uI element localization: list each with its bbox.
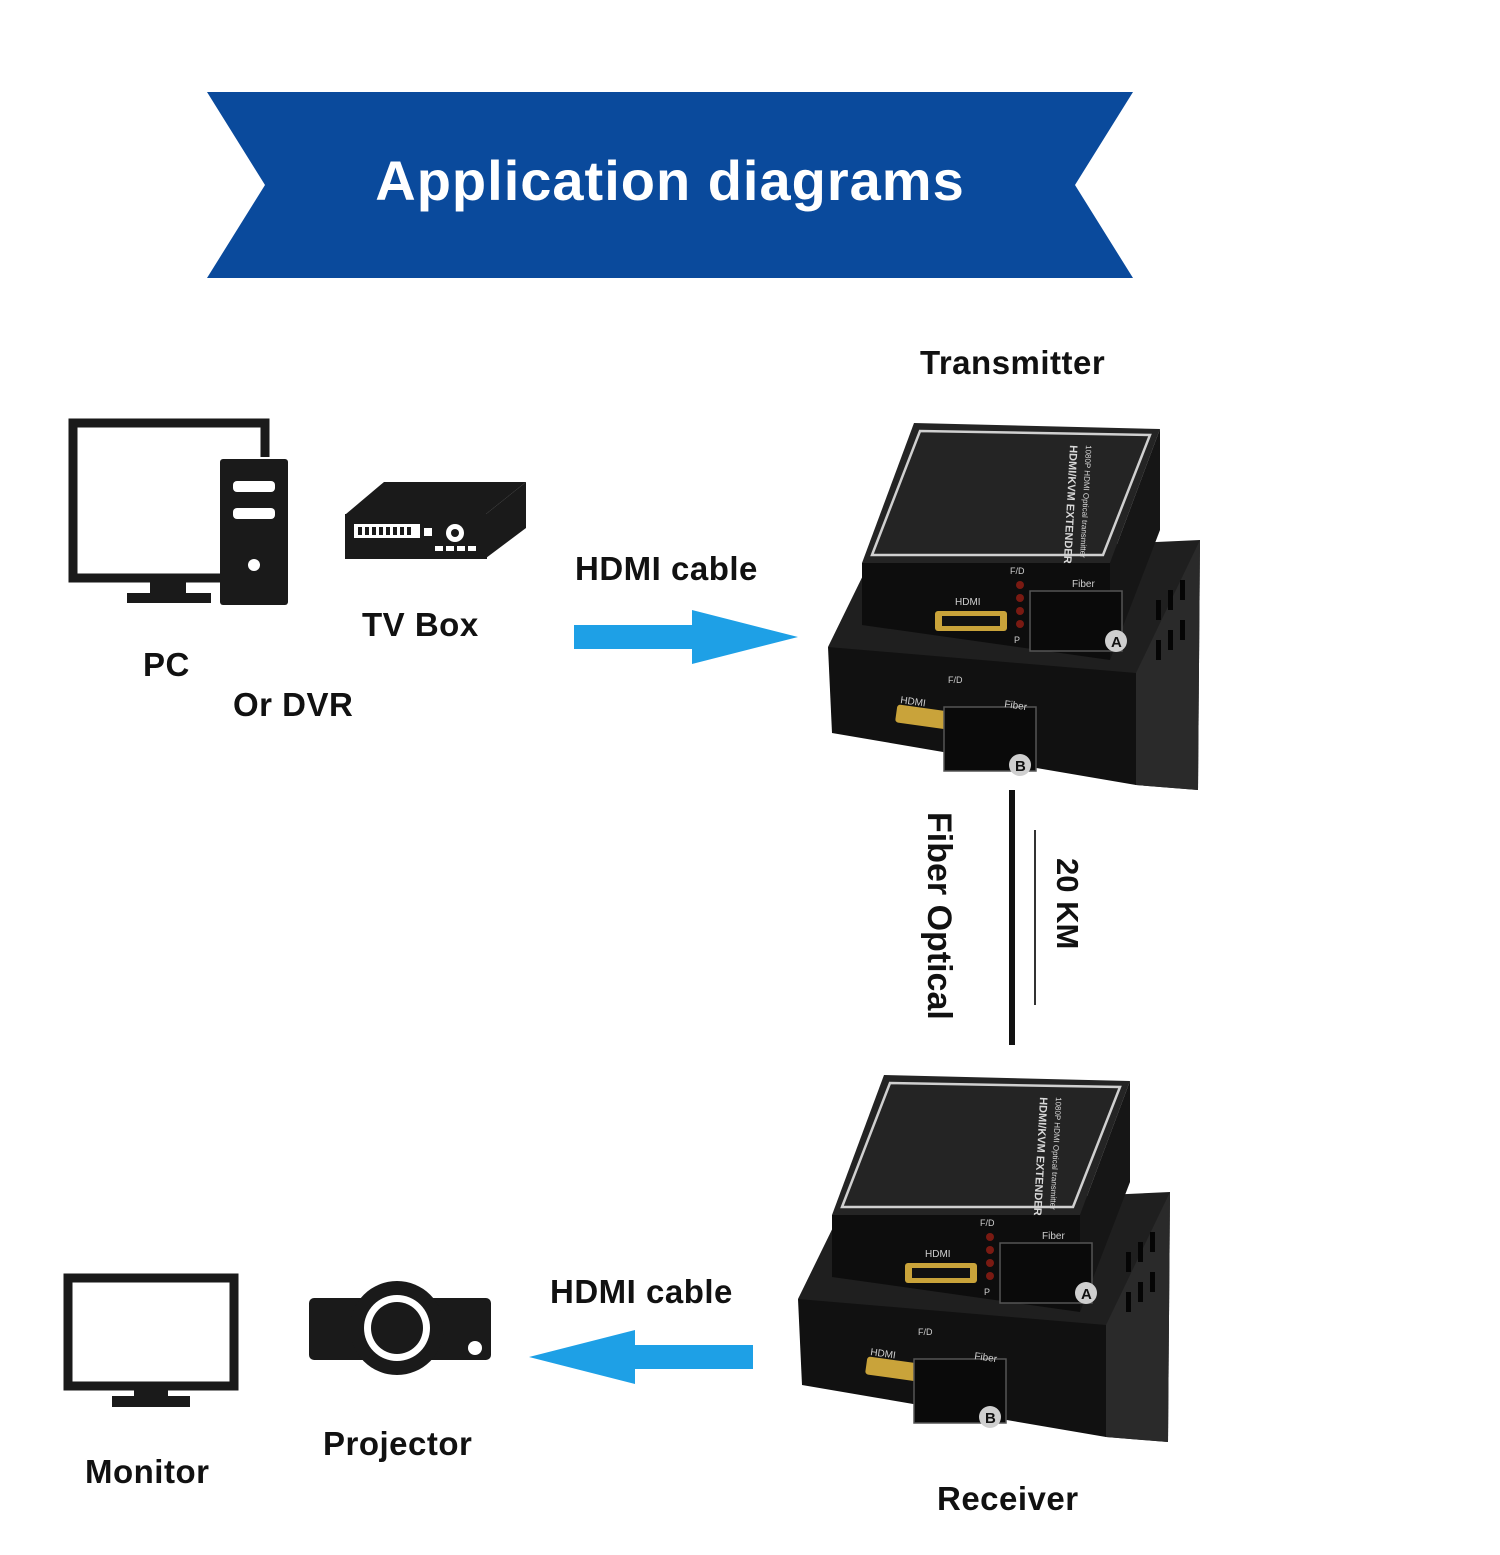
svg-text:A: A [1081, 1286, 1092, 1303]
transmitter-label: Transmitter [920, 344, 1106, 381]
svg-text:Fiber: Fiber [1004, 699, 1029, 713]
hdmi-cable-label-top: HDMI cable [575, 550, 758, 587]
svg-text:A: A [1111, 634, 1122, 651]
fiber-optical-label: Fiber Optical [920, 812, 958, 1020]
tv-box-icon [345, 482, 526, 559]
hdmi-cable-label-bottom: HDMI cable [550, 1273, 733, 1310]
svg-text:Fiber: Fiber [1042, 1231, 1065, 1242]
svg-text:HDMI: HDMI [925, 1249, 951, 1260]
pc-icon [68, 418, 290, 605]
extender-unit-a: HDMI/KVM EXTENDER 1080P HDMI Optical tra… [862, 423, 1160, 660]
svg-text:HDMI: HDMI [870, 1347, 897, 1361]
svg-text:F/D: F/D [948, 675, 963, 685]
projector-icon [309, 1281, 491, 1375]
svg-text:Fiber: Fiber [1072, 579, 1095, 590]
title-banner [207, 92, 1133, 278]
projector-label: Projector [323, 1425, 473, 1462]
banner-title: Application diagrams [375, 149, 965, 212]
svg-text:HDMI: HDMI [900, 695, 927, 709]
extender-unit-a: HDMI/KVM EXTENDER 1080P HDMI Optical tra… [832, 1075, 1130, 1312]
monitor-label: Monitor [85, 1453, 210, 1490]
svg-text:B: B [985, 1410, 996, 1427]
svg-text:P: P [1014, 635, 1020, 645]
svg-text:Fiber: Fiber [974, 1351, 999, 1365]
svg-text:HDMI: HDMI [955, 597, 981, 608]
arrow-left-icon [529, 1330, 753, 1384]
banner-shape [207, 92, 1133, 278]
fiber-optical-line [1009, 790, 1036, 1045]
svg-text:B: B [1015, 758, 1026, 775]
monitor-icon [63, 1273, 239, 1407]
or-dvr-label: Or DVR [233, 686, 354, 723]
arrow-right-icon [574, 610, 798, 664]
svg-text:F/D: F/D [918, 1327, 933, 1337]
receiver-device-pair: B HDMI Fiber F/D HDMI/KVM EXTENDER 1080P… [798, 1075, 1170, 1442]
tv-box-label: TV Box [362, 606, 479, 643]
distance-label: 20 KM [1050, 858, 1085, 950]
pc-label: PC [143, 646, 190, 683]
svg-text:F/D: F/D [980, 1218, 995, 1228]
svg-text:F/D: F/D [1010, 566, 1025, 576]
receiver-label: Receiver [937, 1480, 1079, 1517]
svg-text:P: P [984, 1287, 990, 1297]
transmitter-device-pair: B HDMI Fiber F/D HDMI/KVM EXTENDER 1080P… [828, 423, 1200, 790]
